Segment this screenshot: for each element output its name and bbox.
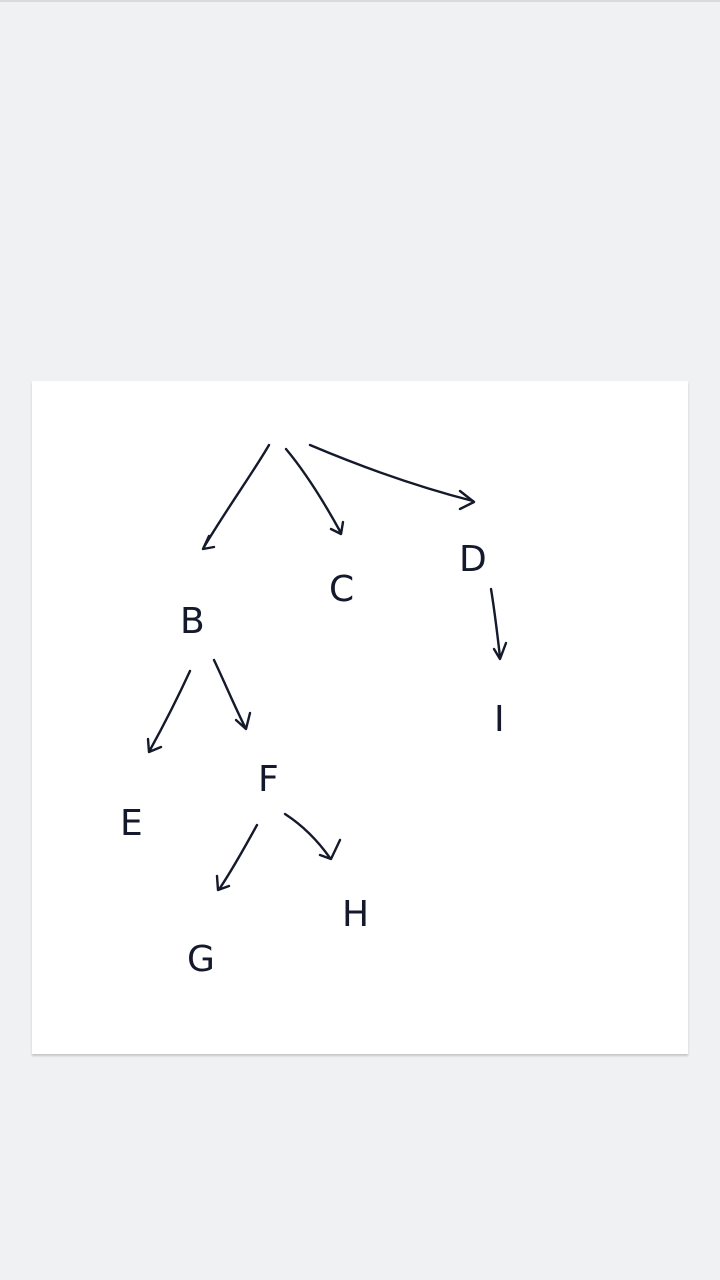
edge-b-e xyxy=(146,669,192,754)
edge-line xyxy=(202,443,271,549)
edge-line xyxy=(218,823,259,890)
arrowhead xyxy=(318,838,342,861)
edge-d-i xyxy=(489,587,508,661)
edge-root-c xyxy=(284,447,345,536)
tree-diagram: B C D E F G H I xyxy=(120,443,508,980)
arrowhead xyxy=(234,711,252,731)
edge-line xyxy=(489,587,502,659)
edge-root-b xyxy=(201,443,271,551)
arrowhead xyxy=(146,737,163,754)
node-i: I xyxy=(494,699,505,740)
edge-b-f xyxy=(212,658,252,731)
edge-f-h xyxy=(283,812,342,861)
arrowhead xyxy=(492,641,508,661)
arrowhead xyxy=(201,534,216,551)
edge-line xyxy=(308,443,475,503)
edge-line xyxy=(212,658,247,729)
screen-top-edge xyxy=(0,0,720,2)
node-h: H xyxy=(342,894,369,935)
edge-line xyxy=(283,812,332,860)
node-d: D xyxy=(459,539,487,580)
node-g: G xyxy=(187,939,215,980)
diagram-image: B C D E F G H I xyxy=(32,381,688,1054)
edge-line xyxy=(284,447,343,535)
arrowhead xyxy=(458,489,476,511)
edge-line xyxy=(148,669,192,752)
node-e: E xyxy=(120,803,143,844)
edge-f-g xyxy=(215,823,259,892)
arrowhead xyxy=(215,874,231,892)
edge-root-d xyxy=(308,443,476,511)
node-b: B xyxy=(180,601,205,642)
node-c: C xyxy=(329,569,354,610)
node-f: F xyxy=(258,759,279,800)
arrowhead xyxy=(329,520,345,536)
